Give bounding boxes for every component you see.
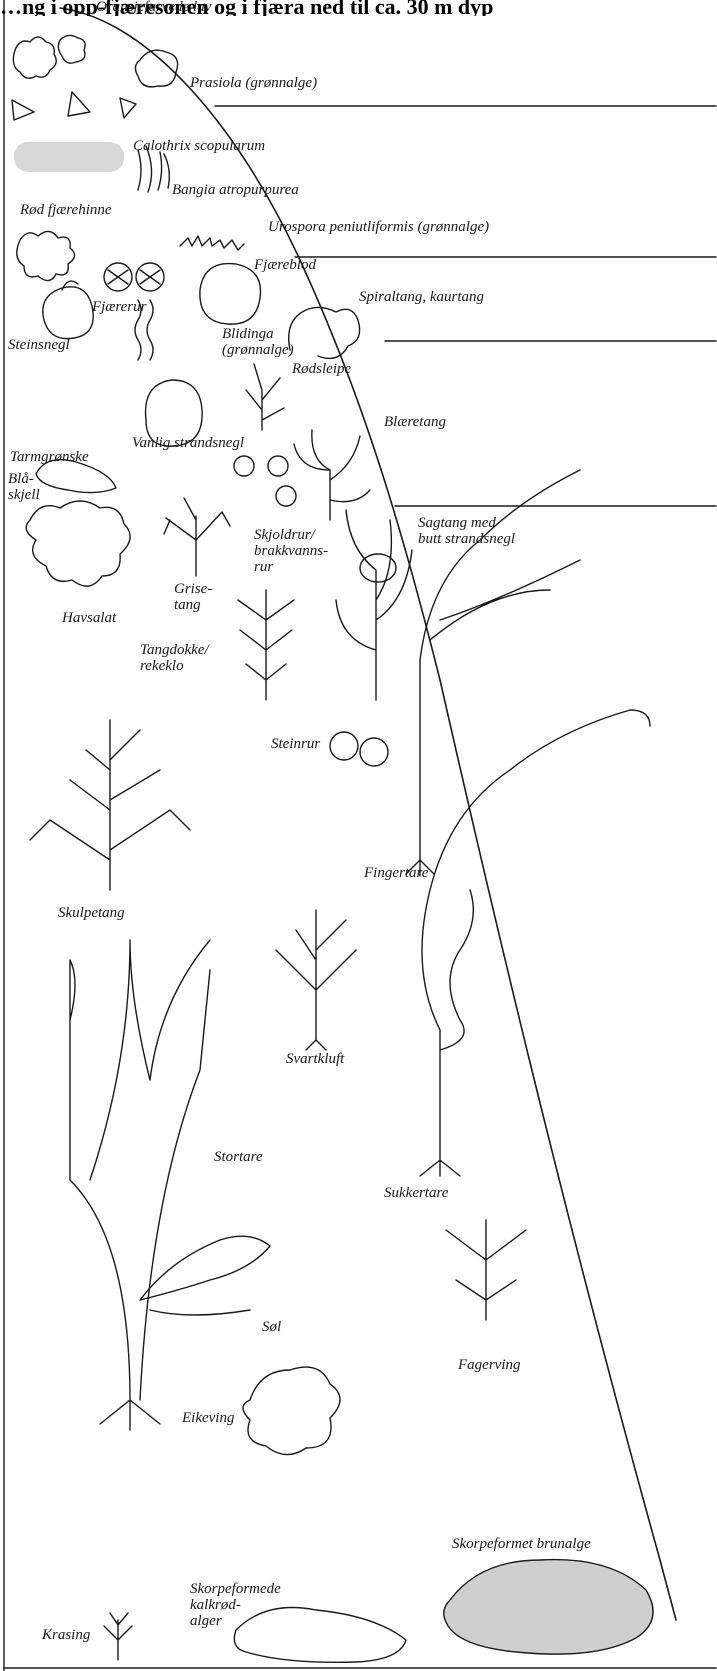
label-rod-fjaerehinne: Rød fjærehinne <box>20 203 112 219</box>
krasing-drawing <box>104 1613 132 1660</box>
label-stortare: Stortare <box>214 1150 263 1166</box>
label-tarmgronske: Tarmgrønske <box>10 450 89 466</box>
label-krasing: Krasing <box>42 1628 90 1644</box>
label-blaskjell: Blå- skjell <box>8 472 40 504</box>
label-sukkertare: Sukkertare <box>384 1186 448 1202</box>
rod-fjaerehinne-drawing <box>17 231 75 280</box>
rodsleipe-drawing <box>246 364 284 430</box>
label-skjoldrur: Skjoldrur/ brakkvanns- rur <box>254 528 328 575</box>
sukkertare-drawing <box>420 710 650 1176</box>
label-fingertare: Fingertare <box>364 866 428 882</box>
grisetang-drawing <box>164 498 230 576</box>
label-rodsleipe: Rødsleipe <box>292 362 351 378</box>
havsalat-drawing <box>26 501 130 586</box>
label-skorpeformet-brunalge: Skorpeformet brunalge <box>452 1537 591 1553</box>
label-fagerving: Fagerving <box>458 1358 520 1374</box>
label-fjaererur: Fjærerur <box>92 300 146 316</box>
label-oransjefargede-lav: Oransjefarvede lav <box>96 0 211 16</box>
steinrur-drawing <box>330 732 388 766</box>
label-vanlig-strandsnegl: Vanlig strandsnegl <box>132 436 244 452</box>
label-steinrur: Steinrur <box>271 737 320 753</box>
tangdokke-drawing <box>238 590 294 700</box>
label-spiraltang: Spiraltang, kaurtang <box>359 290 484 306</box>
skjoldrur-drawing <box>234 456 296 506</box>
eikeving-drawing <box>243 1367 340 1454</box>
brunalge-drawing <box>444 1560 653 1655</box>
label-tangdokke: Tangdokke/ rekeklo <box>140 643 209 675</box>
label-havsalat: Havsalat <box>62 611 116 627</box>
label-grisetang: Grise- tang <box>174 582 212 614</box>
blaeretang-drawing <box>294 430 370 520</box>
label-bangia: Bangia atropurpurea <box>172 183 299 199</box>
label-urospora: Urospora peniutliformis (grønnalge) <box>268 220 489 236</box>
label-sol: Søl <box>262 1320 281 1336</box>
shoreline-curve <box>60 8 676 1620</box>
lichen-drawing <box>13 35 177 86</box>
label-calothrix: Calothrix scopularum <box>133 139 265 155</box>
fagerving-drawing <box>446 1220 526 1320</box>
label-skulpetang: Skulpetang <box>58 906 125 922</box>
prasiola-drawing <box>12 92 136 120</box>
fjaereblod-drawing <box>200 264 261 325</box>
label-eikeving: Eikeving <box>182 1411 234 1427</box>
steinsnegl-drawing <box>43 281 93 339</box>
skulpetang-drawing <box>30 720 190 890</box>
label-blaeretang: Blæretang <box>384 415 446 431</box>
label-sagtang: Sagtang med butt strandsnegl <box>418 516 515 548</box>
svartkluft-drawing <box>276 910 356 1050</box>
sagtang-drawing <box>336 510 412 700</box>
sol-drawing <box>140 1236 270 1315</box>
label-skorpeformede-kalkrodalger: Skorpeformede kalkrød- alger <box>190 1582 281 1629</box>
stortare-drawing <box>70 940 210 1430</box>
label-blidinga: Blidinga (grønnalge) <box>222 327 294 359</box>
label-steinsnegl: Steinsnegl <box>8 338 70 354</box>
calothrix-band <box>14 142 124 172</box>
butt-strandsnegl-drawing <box>360 554 396 582</box>
label-fjaereblod: Fjæreblod <box>254 258 316 274</box>
fjaererur-drawing <box>104 263 164 291</box>
label-svartkluft: Svartkluft <box>286 1052 344 1068</box>
urospora-drawing <box>180 236 244 250</box>
label-prasiola: Prasiola (grønnalge) <box>190 76 317 92</box>
